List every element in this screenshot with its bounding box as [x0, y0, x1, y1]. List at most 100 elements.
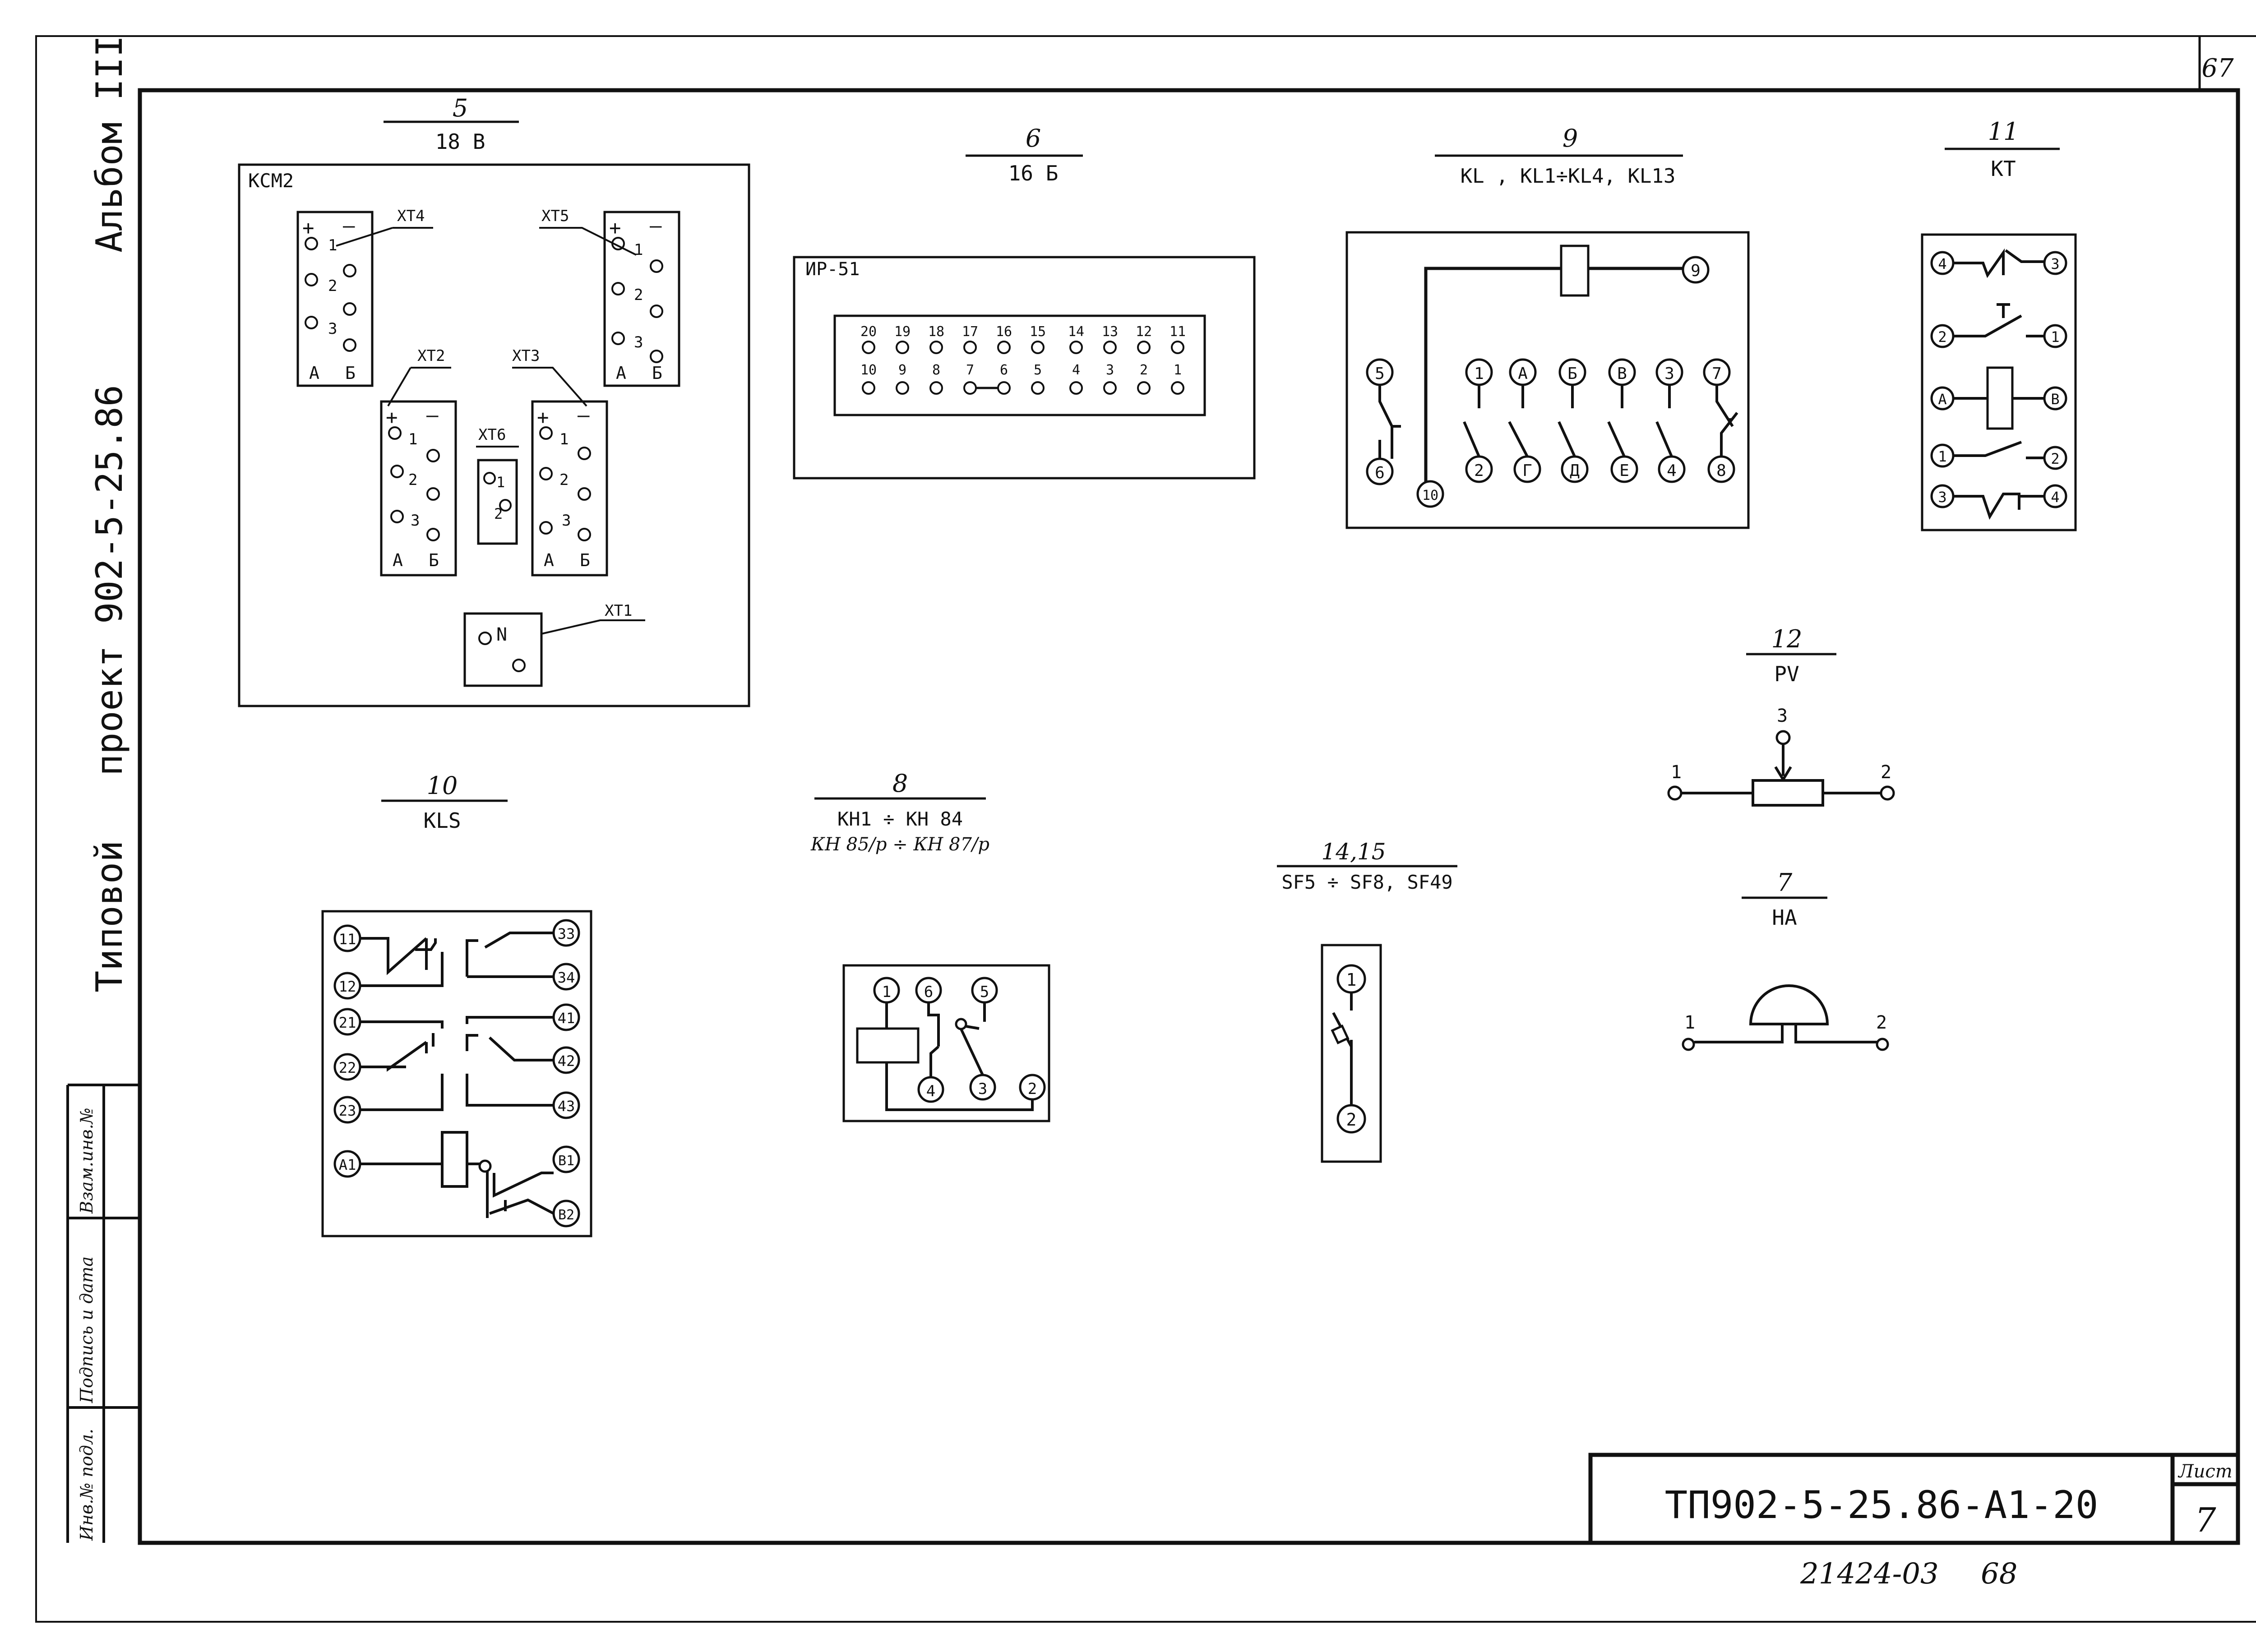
block-14-sf: 14,15 SF5 ÷ SF8, SF49 1 2	[1277, 839, 1457, 1163]
xt1-n: N	[496, 624, 507, 645]
kt-pin-a: А	[1938, 391, 1946, 408]
title-block: ТП902-5-25.86-А1-20 Лист 7	[1588, 1453, 2238, 1543]
xt4-label: ХТ4	[397, 207, 425, 225]
b5-num: 5	[453, 94, 468, 122]
b12-sub: PV	[1774, 662, 1799, 686]
kls-pin-12: 12	[339, 978, 356, 995]
ir-t17: 17	[962, 324, 978, 340]
b11-sub: КТ	[1991, 157, 2016, 181]
xt2-minus: —	[426, 404, 439, 427]
kls-pin-v1: В1	[558, 1153, 574, 1169]
side-project: проект 902-5-25.86	[88, 385, 130, 776]
kt-pin-v: В	[2051, 391, 2059, 408]
kl-pin-1: 1	[1474, 365, 1484, 383]
ir-t15: 15	[1030, 324, 1046, 340]
xt2-plus: +	[386, 406, 398, 429]
ir-t11: 11	[1170, 324, 1186, 340]
block-5-ksm2: 5 18 В КСМ2 + — 1 2 3 А Б ХТ4 + — 1 2 3 …	[238, 94, 750, 707]
kl-pin-e: Е	[1619, 461, 1629, 480]
kl-pin-d: Д	[1570, 461, 1580, 480]
kls-pin-22: 22	[339, 1059, 356, 1076]
corner-box	[2198, 36, 2238, 92]
kt-pin-4a: 4	[1938, 255, 1946, 272]
kls-pin-21: 21	[339, 1014, 356, 1031]
xt4-minus: —	[343, 214, 355, 237]
ir51-bottom-terminals: 10 9 8 7 6 5 4 3 2 1	[860, 362, 1184, 395]
ir51-top-terminals: 20 19 18 17 16 15 14 13 12 11	[860, 324, 1186, 354]
kh-pin-2: 2	[1028, 1080, 1037, 1098]
ir-t5: 5	[1034, 362, 1042, 378]
xt3-plus: +	[537, 406, 549, 429]
ir-t16: 16	[996, 324, 1012, 340]
kl-pin-6: 6	[1375, 464, 1385, 482]
ir-t12: 12	[1136, 324, 1152, 340]
pv-pin-3: 3	[1777, 706, 1788, 726]
kl-pin-5: 5	[1375, 365, 1385, 383]
outer-frame	[35, 35, 2256, 1623]
xt5-3: 3	[634, 333, 643, 351]
b14-sub: SF5 ÷ SF8, SF49	[1281, 871, 1452, 893]
xt2-2: 2	[408, 471, 417, 489]
xt2-b: Б	[429, 550, 439, 570]
ir-t3: 3	[1106, 362, 1114, 378]
b14-num: 14,15	[1321, 839, 1386, 865]
kl-pin-4: 4	[1667, 461, 1677, 480]
ir-t13: 13	[1102, 324, 1118, 340]
block-6-ir51: 6 16 Б ИР-51 20 19 18 17 16 15 14 13 12 …	[793, 124, 1256, 480]
kls-pin-34: 34	[558, 969, 575, 986]
kt-pin-1a: 1	[2051, 328, 2059, 346]
kh-pin-1: 1	[882, 983, 891, 1001]
stamp-inv-podl: Инв.№ подл.	[77, 1429, 97, 1541]
bottom-note-num: 68	[1981, 1557, 2017, 1591]
xt4-2: 2	[328, 277, 337, 295]
block-9-kl: 9 KL , KL1÷KL4, KL13 9 5 1 А Б В 3 7 6 1…	[1345, 124, 1750, 529]
ir-t20: 20	[860, 324, 877, 340]
xt1-label: ХТ1	[605, 602, 632, 620]
sheet-number: 7	[2195, 1501, 2216, 1540]
ir-t1: 1	[1174, 362, 1182, 378]
b7-num: 7	[1777, 868, 1793, 897]
xt3-1: 1	[559, 430, 569, 448]
pv-pin-2: 2	[1881, 762, 1891, 783]
ir-t9: 9	[898, 362, 906, 378]
kt-pin-3b: 3	[1938, 489, 1946, 506]
b9-sub: KL , KL1÷KL4, KL13	[1461, 165, 1676, 188]
sf-pin-1: 1	[1346, 970, 1357, 990]
ir-t6: 6	[1000, 362, 1008, 378]
xt3-minus: —	[578, 404, 590, 427]
sheet-corner-number: 67	[2201, 54, 2234, 83]
kl-pin-v: В	[1617, 365, 1627, 383]
block-10-kls: 10 KLS 11 12 21 22 23 А1 33 34 41 42 43 …	[321, 771, 592, 1237]
ir-t2: 2	[1140, 362, 1148, 378]
b8-num: 8	[892, 769, 908, 798]
kls-pin-23: 23	[339, 1102, 356, 1119]
b8-sub1: КН1 ÷ КН 84	[837, 808, 963, 830]
xt3-3: 3	[562, 512, 571, 530]
xt5-1: 1	[634, 241, 643, 259]
xt6-1: 1	[496, 474, 505, 491]
inner-frame	[138, 88, 2240, 1545]
ir-t19: 19	[894, 324, 911, 340]
xt5-b: Б	[652, 363, 662, 383]
drawing-code: ТП902-5-25.86-А1-20	[1665, 1483, 2099, 1527]
side-album: Альбом III	[88, 35, 130, 253]
ir-t8: 8	[932, 362, 940, 378]
xt2-1: 1	[408, 430, 417, 448]
kls-pin-a1: А1	[339, 1156, 356, 1173]
block-12-pv: 12 PV 3 1 2	[1667, 625, 1895, 807]
kl-pin-a: А	[1518, 365, 1528, 383]
b12-num: 12	[1771, 625, 1803, 653]
b7-sub: НА	[1772, 905, 1797, 930]
ir-t18: 18	[928, 324, 944, 340]
xt5-minus: —	[650, 214, 662, 237]
xt5-a: А	[616, 363, 626, 383]
sheet-label: Лист	[2177, 1461, 2232, 1482]
b6-device: ИР-51	[805, 259, 860, 280]
xt6-2: 2	[494, 505, 503, 522]
kls-pin-43: 43	[558, 1098, 575, 1115]
kls-pin-33: 33	[558, 925, 575, 942]
block-8-kh: 8 КН1 ÷ КН 84 КН 85/р ÷ КН 87/р 1 6 5 4 …	[810, 769, 1050, 1122]
b9-num: 9	[1563, 124, 1578, 152]
kl-pin-3: 3	[1664, 365, 1674, 383]
